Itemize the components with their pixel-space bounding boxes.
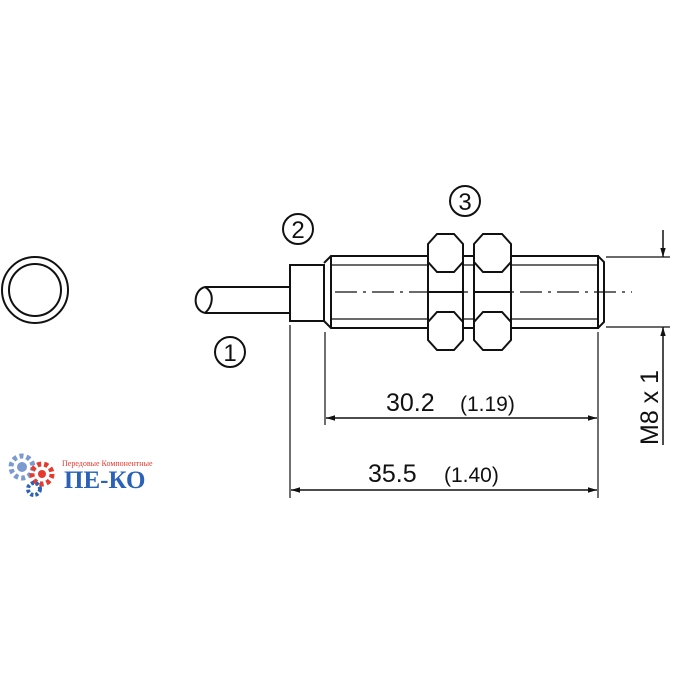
- callout-nuts: 3: [449, 185, 481, 217]
- thread-length-inch: (1.19): [460, 393, 515, 416]
- total-length-inch: (1.40): [444, 464, 499, 487]
- thread-size-label: M8 x 1: [636, 370, 664, 445]
- cable-outline: [194, 286, 290, 314]
- svg-text:2: 2: [291, 217, 304, 244]
- svg-text:ПЕ-КО: ПЕ-КО: [64, 467, 145, 494]
- svg-text:3: 3: [458, 189, 471, 216]
- end-view-circle: [1, 256, 69, 324]
- callout-cable: 1: [214, 336, 246, 368]
- svg-text:Передовые Компонентные: Передовые Компонентные: [62, 459, 153, 468]
- callout-sleeve: 2: [282, 213, 314, 245]
- extension-lines: [289, 256, 670, 498]
- sleeve-outline: [289, 264, 325, 322]
- gear-icon: [8, 453, 55, 497]
- svg-text:1: 1: [223, 340, 236, 367]
- thread-length-value: 30.2: [386, 389, 435, 417]
- total-length-value: 35.5: [368, 460, 417, 488]
- hex-nuts: [427, 233, 512, 351]
- company-logo: Передовые Компонентные ПЕ-КО: [8, 453, 153, 497]
